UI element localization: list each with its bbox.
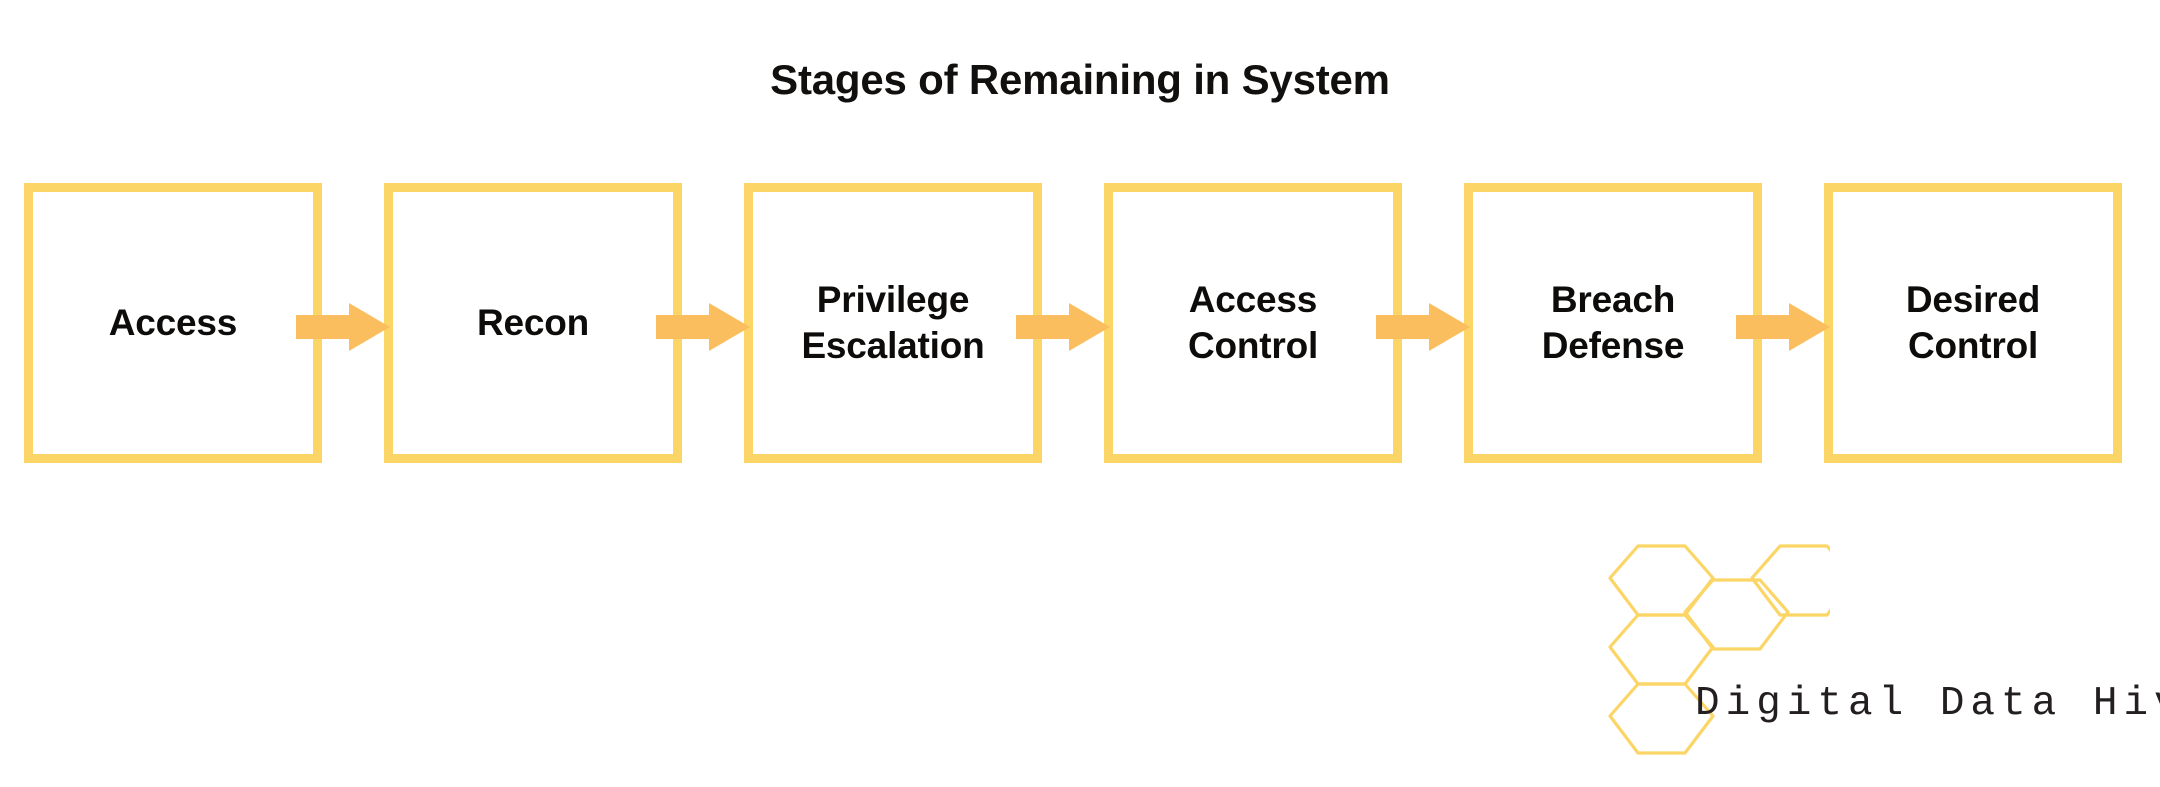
stage-label: Access Control xyxy=(1187,279,1319,366)
page-title: Stages of Remaining in System xyxy=(770,56,1390,103)
stage-box-access[interactable]: Access xyxy=(24,183,322,463)
stage-box-access-control[interactable]: Access Control xyxy=(1104,183,1402,463)
arrow-right-icon xyxy=(296,303,390,351)
stage-label: Privilege Escalation xyxy=(801,279,985,366)
stage-label: Access xyxy=(108,302,238,344)
stage-label: Recon xyxy=(476,302,590,344)
stage-box-recon[interactable]: Recon xyxy=(384,183,682,463)
arrow-right-icon xyxy=(1016,303,1110,351)
hexagon-honeycomb-icon xyxy=(1600,538,1830,768)
arrow-right-icon xyxy=(1736,303,1830,351)
stage-label: Breach Defense xyxy=(1541,279,1685,366)
process-flow-diagram: Access Recon Privilege Escalation Access… xyxy=(24,183,2122,463)
stage-box-desired-control[interactable]: Desired Control xyxy=(1824,183,2122,463)
stage-box-privilege-escalation[interactable]: Privilege Escalation xyxy=(744,183,1042,463)
logo-wordmark: Digital Data Hive xyxy=(1695,681,2160,727)
brand-logo: Digital Data Hive xyxy=(1600,538,2160,768)
arrow-right-icon xyxy=(656,303,750,351)
arrow-right-icon xyxy=(1376,303,1470,351)
stage-label: Desired Control xyxy=(1905,279,2041,366)
stage-box-breach-defense[interactable]: Breach Defense xyxy=(1464,183,1762,463)
